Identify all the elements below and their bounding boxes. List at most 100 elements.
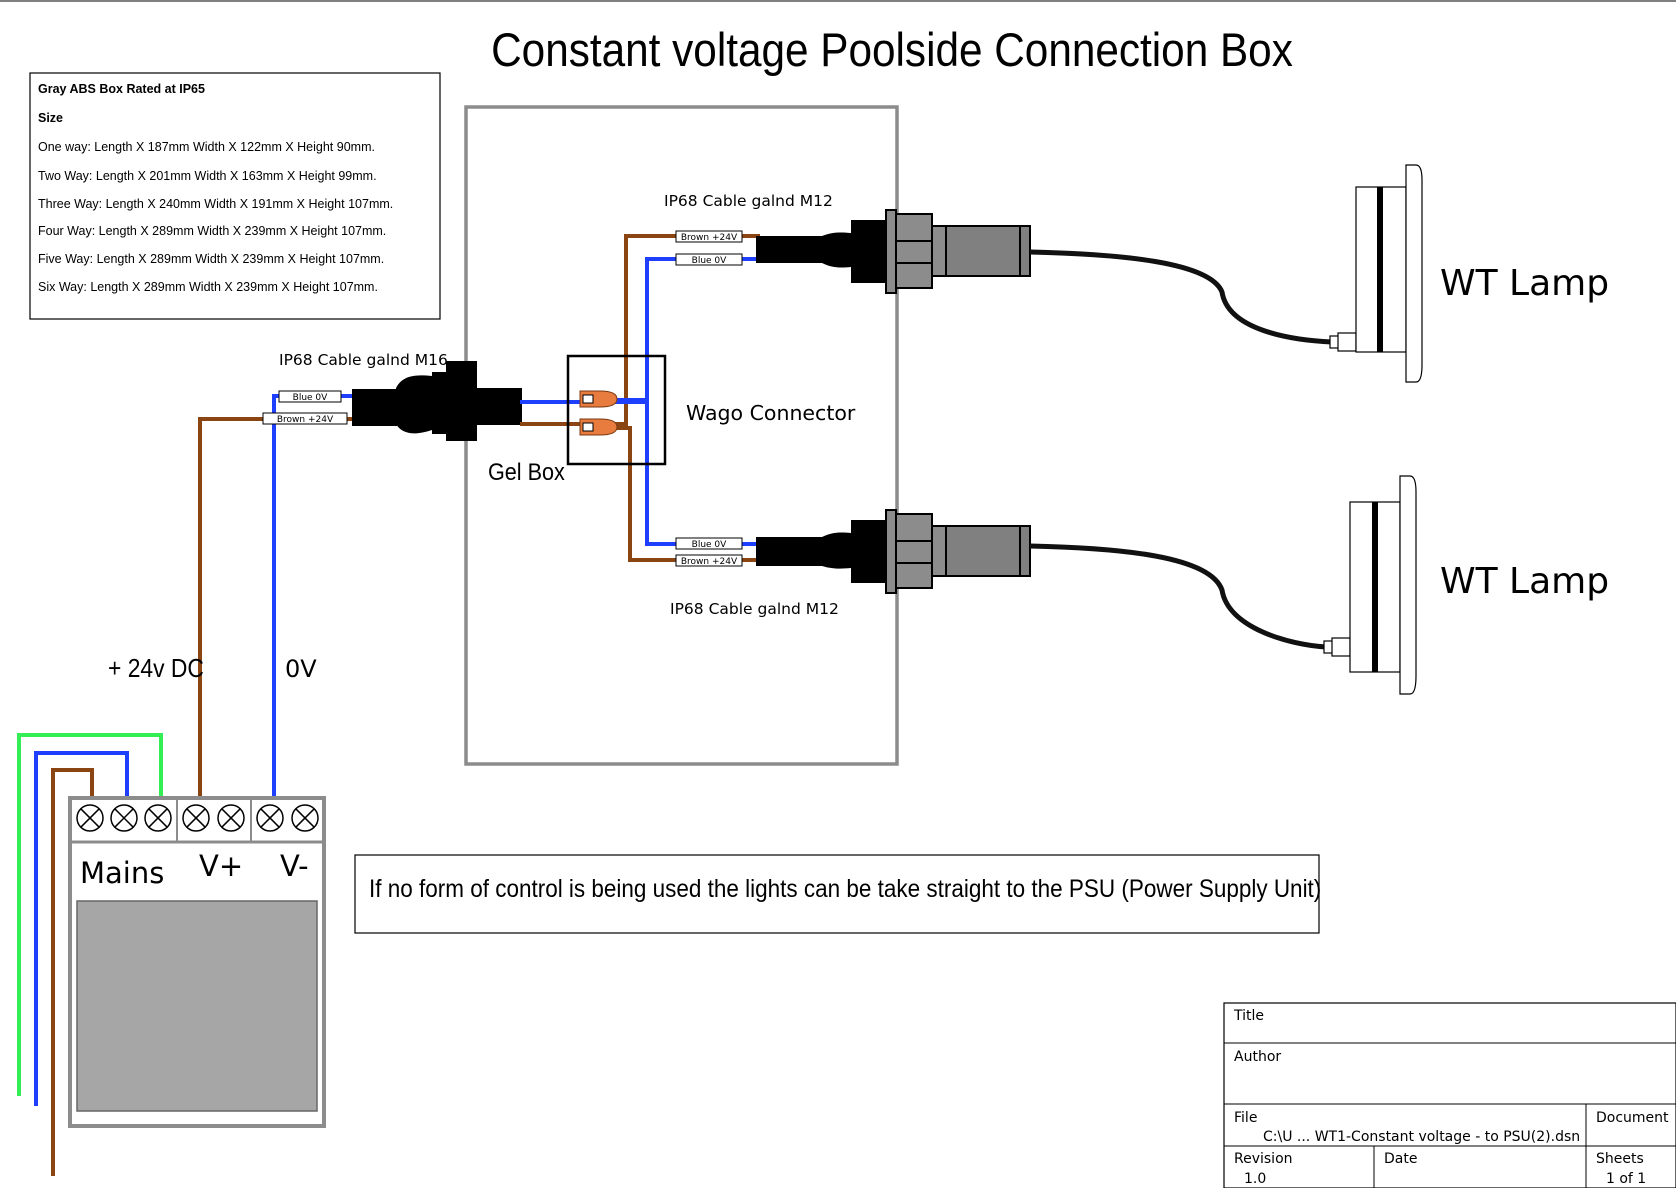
live-wire-brown [51,768,94,1176]
gland-m12-bottom-wall-flange [885,509,897,594]
lamp-top-lens [1405,164,1423,383]
blue-wire-top-lamp [612,257,676,402]
spec-box: Gray ABS Box Rated at IP65 Size One way:… [29,72,441,320]
psu-feed-wires [198,394,352,806]
wire-tag-brown-top [675,230,743,243]
lamp-bottom-lens [1399,475,1417,695]
wire-tag-brown-bottom [675,554,743,567]
diagram-title: Constant voltage Poolside Connection Box [491,25,1293,77]
tb-file-value: C:\U ... WT1-Constant voltage - to PSU(2… [1263,1129,1580,1145]
tb-revision-value: 1.0 [1244,1171,1266,1187]
spec-size-label: Size [38,111,63,125]
gland-m12-bottom-neck [931,525,947,577]
wire-tag-brown-text: Brown +24V [277,415,334,425]
power-supply-unit [68,796,326,1128]
screw-terminal-icon [291,804,319,832]
lamp-cable-top [1029,249,1333,345]
lamp-top-boss [1337,332,1357,352]
cable-gland-m12-bottom [756,509,1031,594]
gland-m12-bottom-seal-cap [1019,525,1031,577]
wago-label: Wago Connector [686,401,856,425]
gland-m16-label: IP68 Cable galnd M16 [279,351,448,369]
note-box [354,854,1320,934]
screw-terminal-icon [110,804,138,832]
wire-tag-blue-top [675,253,743,266]
psu-vplus-label: V+ [199,849,243,883]
wire-tag-brown [262,412,348,425]
wt-lamp-bottom-label: WT Lamp [1440,561,1609,602]
gland-m12-top-wall-flange [885,209,897,294]
spec-line: Six Way: Length X 289mm Width X 239mm X … [38,280,378,294]
gland-m12-top-cable [756,236,826,263]
screw-terminal-icon [256,804,284,832]
title-block-frame [1223,1002,1676,1188]
gland-m16-cable [352,389,397,426]
psu-mains-label: Mains [80,856,164,890]
neutral-wire-blue [34,751,129,1106]
blue-wire-bottom-lamp [612,400,676,546]
gland-m12-bottom-label: IP68 Cable galnd M12 [670,600,839,618]
screw-terminal-icon [76,804,104,832]
brown-wire-bottom-lamp [612,426,676,562]
spec-line: Three Way: Length X 240mm Width X 191mm … [38,197,393,211]
gland-m12-top-nut [851,220,888,283]
zero-volt-label: 0V [285,655,317,683]
wago-connector [566,354,667,466]
title-block: Title Author File C:\U ... WT1-Constant … [1223,1002,1676,1188]
psu-terminals [76,804,319,832]
wire-tag-brown-top-text: Brown +24V [681,233,738,243]
wt-lamp-bottom [1323,475,1417,695]
earth-wire-green [17,733,163,1096]
gland-m12-bottom-outer-nut [895,513,933,589]
lamp-bottom-band [1372,502,1378,672]
brown-feed-wire [198,417,280,797]
tb-file-label: File [1234,1110,1257,1126]
gland-m12-top-seal [945,225,1031,277]
wire-tag-blue-bottom [675,537,743,550]
spec-box-frame [29,72,441,320]
gland-m12-bottom-nut [851,520,888,583]
screw-terminal-icon [217,804,245,832]
tb-sheets-value: 1 of 1 [1606,1171,1646,1187]
wt-lamp-top-label: WT Lamp [1440,263,1609,304]
gland-m12-top-label: IP68 Cable galnd M12 [664,192,833,210]
wire-tag-blue-text: Blue 0V [293,393,329,403]
gland-m12-bottom-dome [822,532,851,569]
tb-date-label: Date [1384,1151,1417,1167]
screw-terminal-icon [144,804,172,832]
lamp-top-band [1377,187,1383,352]
wire-tag-blue-bottom-text: Blue 0V [692,540,728,550]
spec-line: Four Way: Length X 289mm Width X 239mm X… [38,224,386,238]
tb-author-label: Author [1234,1049,1281,1065]
gland-m12-bottom-seal [945,525,1031,577]
tb-document-label: Document [1596,1110,1669,1126]
wire-tag-blue [278,390,342,403]
gland-m16-nut [432,372,447,434]
spec-line: Two Way: Length X 201mm Width X 163mm X … [38,169,377,183]
lamp-bottom-boss [1331,637,1351,657]
wire-tag-blue-top-text: Blue 0V [692,256,728,266]
wire-tag-brown-bottom-text: Brown +24V [681,557,738,567]
gland-m12-top-outer-nut [895,213,933,289]
wago-frame [566,354,667,466]
tb-title-label: Title [1233,1008,1264,1024]
psu-body [76,900,318,1112]
cable-gland-m12-top [756,209,1031,294]
cable-gland-m16 [352,361,522,441]
spec-heading: Gray ABS Box Rated at IP65 [38,82,205,96]
gland-m12-top-seal-cap [1019,225,1031,277]
gland-m16-flange [446,361,477,441]
gland-m12-bottom-cable [756,537,826,566]
gland-m16-dome [396,375,432,434]
wago-clamp-bottom-slot [582,422,594,432]
note-text: If no form of control is being used the … [369,875,1321,903]
positive-dc-label: + 24v DC [108,655,204,684]
feed-wire-tags: Blue 0V Brown +24V [262,390,348,425]
gland-m12-top-dome [822,232,851,268]
psu-vminus-label: V- [280,849,309,883]
spec-line: Five Way: Length X 289mm Width X 239mm X… [38,252,384,266]
screw-terminal-icon [182,804,210,832]
spec-line: One way: Length X 187mm Width X 122mm X … [38,140,375,154]
brown-wire-top-lamp [612,234,676,426]
